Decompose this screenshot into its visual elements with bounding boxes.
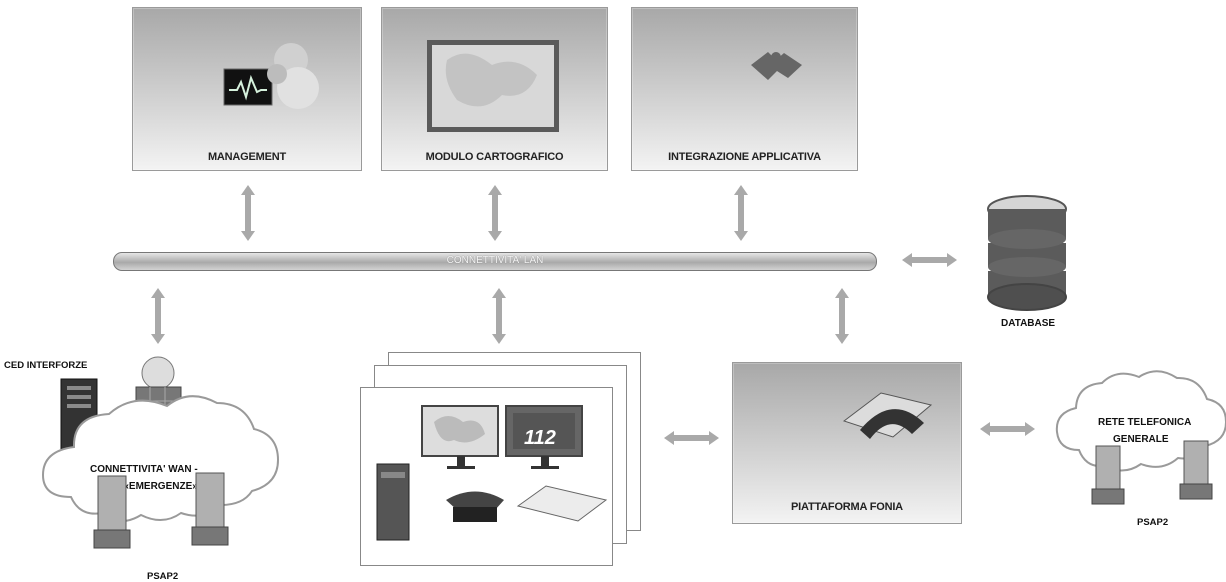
emergency-number: 112 [524,427,556,449]
arrow-lan-wan [151,288,165,344]
database-icon [987,195,1067,311]
integrazione-applicativa-box: INTEGRAZIONE APPLICATIVA [631,7,858,171]
workstation-card-front: 112 [360,387,613,566]
map-icon [427,40,559,132]
lan-label: CONNETTIVITA' LAN [446,255,544,266]
right-psap-label: PSAP2 [1137,517,1169,528]
arrow-lan-phone [835,288,849,344]
right-cloud-line2: GENERALE [1113,434,1169,445]
integrazione-applicativa-label: INTEGRAZIONE APPLICATIVA [668,151,821,163]
pc-tower-icon [376,463,410,541]
lan-bus: CONNETTIVITA' LAN [113,252,877,271]
right-psap-server-1-icon [1091,445,1125,505]
map-monitor-icon [421,405,499,469]
database-label: DATABASE [1001,318,1056,329]
left-psap-server-1-icon [93,475,131,549]
arrow-lan-workstation [492,288,506,344]
right-cloud-line1: RETE TELEFONICA [1098,417,1192,428]
arrow-integrazione-lan [734,185,748,241]
modulo-cartografico-box: MODULO CARTOGRAFICO [381,7,608,171]
phone-icon [446,491,504,522]
ced-label: CED Interforze [4,360,88,371]
arrow-management-lan [241,185,255,241]
piattaforma-fonia-label: PIATTAFORMA FONIA [791,501,903,513]
wan-cloud-line1: CONNETTIVITA' WAN - [90,464,198,475]
puzzle-icon [751,52,802,80]
left-psap-label: PSAP2 [147,571,179,582]
arrow-lan-database [902,253,957,267]
wan-cloud-line2: VPN «EMERGENZE» [100,481,198,492]
emergency-monitor-icon [505,405,583,469]
management-label: MANAGEMENT [207,151,287,163]
arrow-phone-cloud [980,422,1035,436]
left-psap-server-2-icon [191,472,229,546]
wan-cloud [41,395,280,522]
arrow-modulo-lan [488,185,502,241]
management-box: MANAGEMENT [132,7,362,171]
telephone-icon [842,392,933,439]
keyboard-icon [516,485,608,522]
right-psap-server-2-icon [1179,440,1213,500]
modulo-cartografico-label: MODULO CARTOGRAFICO [425,151,564,163]
gear-icon [267,43,319,109]
arrow-workstation-phone [664,431,719,445]
piattaforma-fonia-box: PIATTAFORMA FONIA [732,362,962,524]
monitor-icon [223,68,273,106]
